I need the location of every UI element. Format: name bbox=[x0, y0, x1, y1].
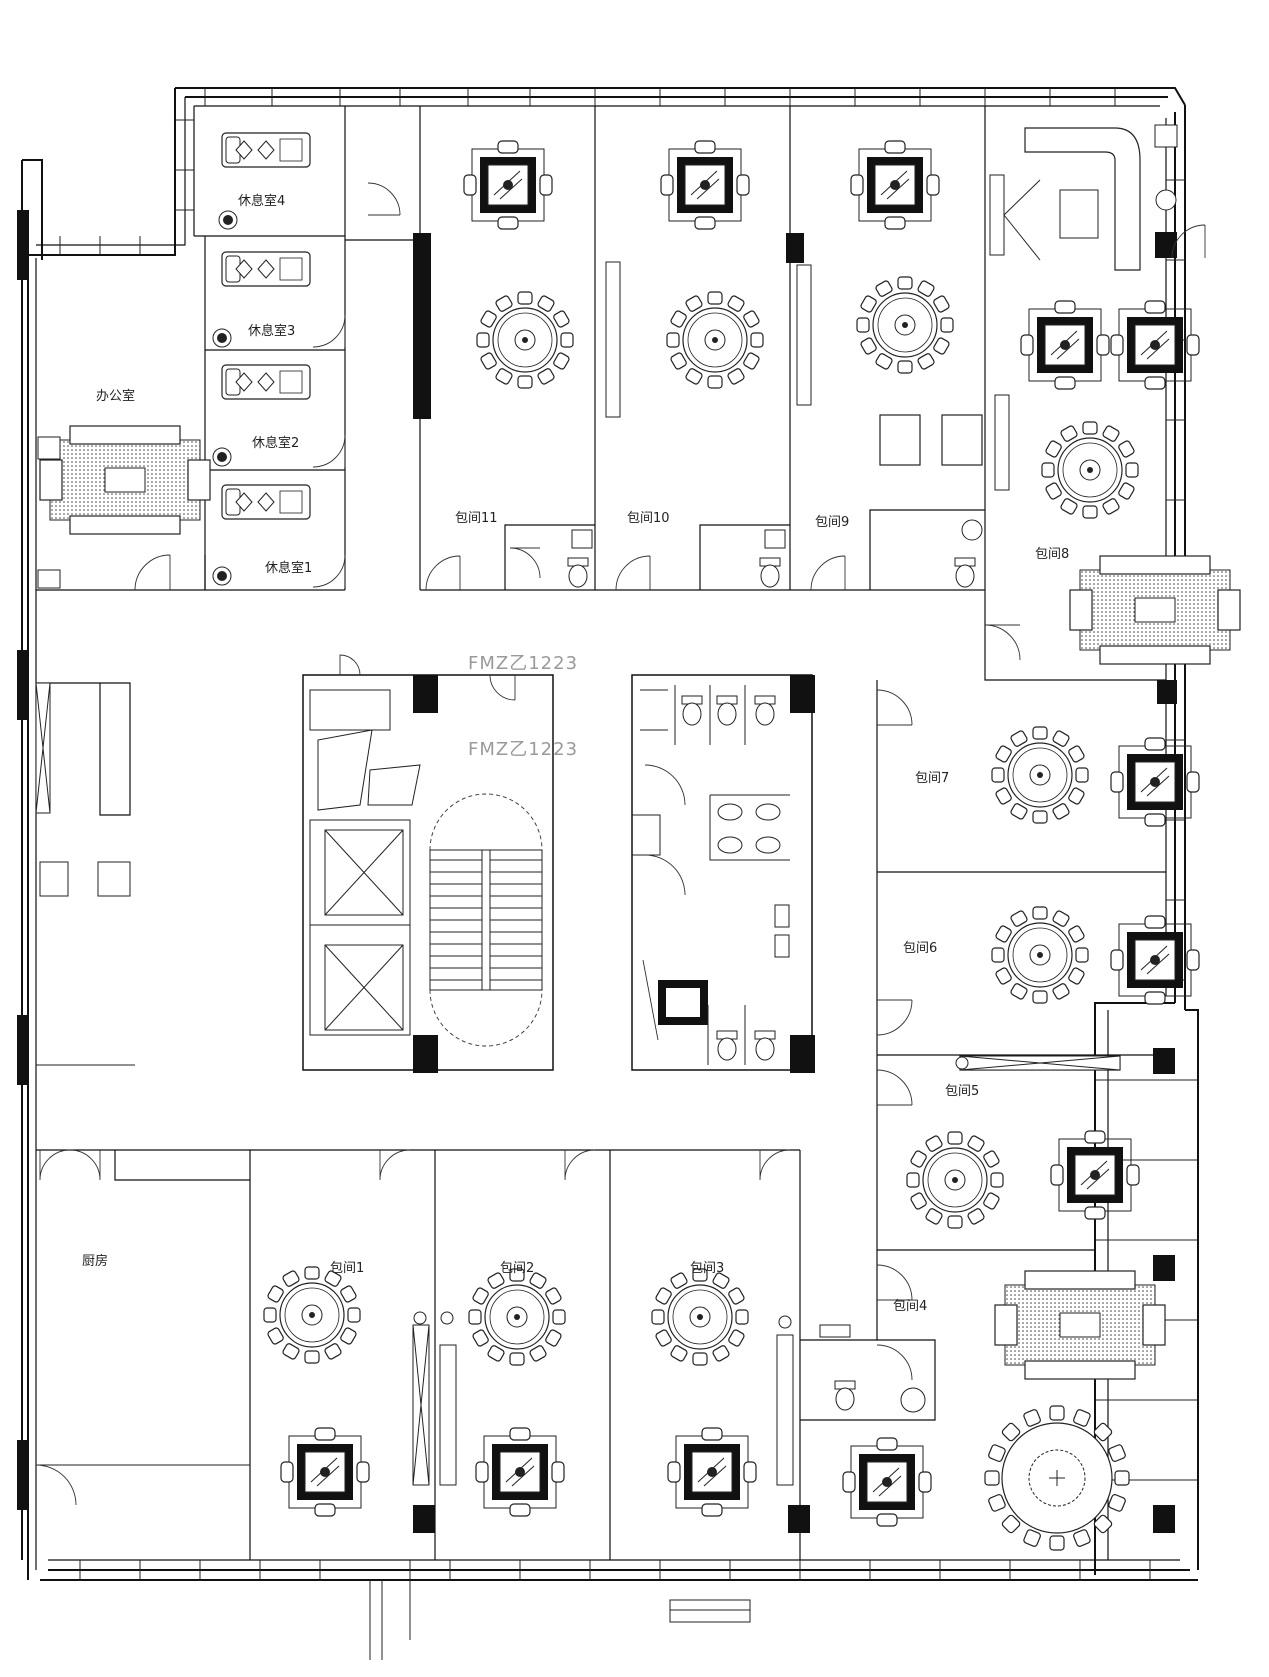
label-room6: 包间6 bbox=[903, 941, 937, 956]
left-hall bbox=[35, 682, 135, 1066]
rooms-9-11: 包间11 包间10 包间9 bbox=[413, 106, 986, 591]
core-stair-elevators: FMZ乙1223 FMZ乙1223 bbox=[302, 653, 578, 1073]
label-rest1: 休息室1 bbox=[265, 560, 312, 576]
label-rest3: 休息室3 bbox=[248, 323, 295, 339]
label-room2: 包间2 bbox=[500, 1261, 534, 1276]
label-room3: 包间3 bbox=[690, 1261, 724, 1276]
core-toilets bbox=[631, 674, 815, 1073]
label-room1: 包间1 bbox=[330, 1261, 364, 1276]
label-room8: 包间8 bbox=[1035, 547, 1069, 562]
door-code-mid: FMZ乙1223 bbox=[468, 739, 578, 760]
room-8: 包间8 bbox=[984, 124, 1241, 704]
label-room11: 包间11 bbox=[455, 511, 498, 526]
label-rest4: 休息室4 bbox=[238, 193, 285, 209]
label-room7: 包间7 bbox=[915, 771, 949, 786]
rooms-5-7: 包间7 包间6 包间5 bbox=[876, 680, 1200, 1251]
kitchen: 厨房 bbox=[35, 1149, 251, 1560]
rooms-1-3: 包间1 包间2 包间3 bbox=[250, 1149, 810, 1560]
label-room4: 包间4 bbox=[893, 1299, 927, 1314]
label-rest2: 休息室2 bbox=[252, 435, 299, 451]
label-room9: 包间9 bbox=[815, 515, 849, 530]
room-4: 包间4 bbox=[800, 1250, 1175, 1551]
rest-rooms: 休息室4 休息室3 休息室2 休息室1 bbox=[194, 106, 421, 591]
label-kitchen: 厨房 bbox=[82, 1253, 108, 1269]
label-office: 办公室 bbox=[96, 388, 135, 404]
label-room5: 包间5 bbox=[945, 1084, 979, 1099]
office: 办公室 bbox=[36, 388, 211, 591]
label-room10: 包间10 bbox=[627, 511, 670, 526]
door-code-top: FMZ乙1223 bbox=[468, 653, 578, 674]
